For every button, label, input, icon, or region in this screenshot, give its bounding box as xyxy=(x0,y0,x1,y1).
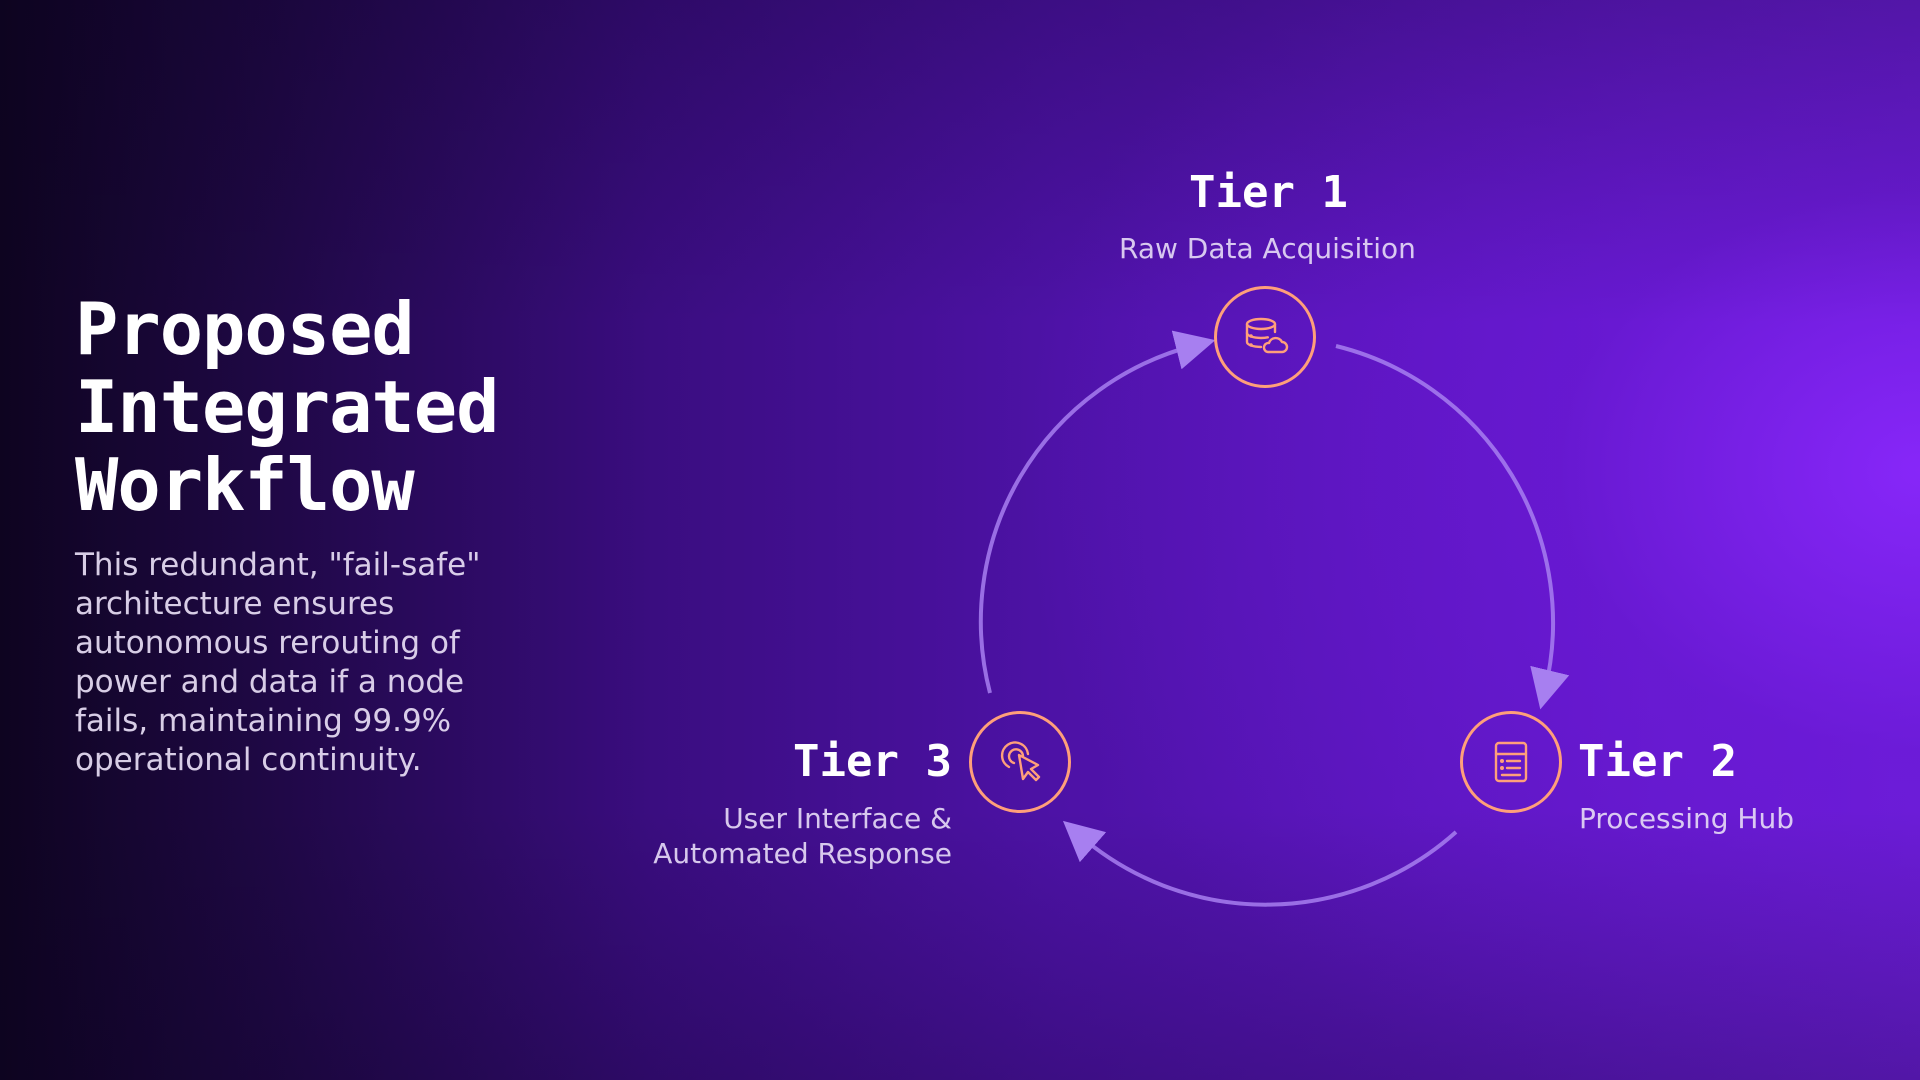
tier-3-title: Tier 3 xyxy=(793,736,952,787)
cycle-arrow-tier3-to-tier1 xyxy=(978,330,1216,694)
tier-3-subtitle-line-1: User Interface & xyxy=(723,802,952,835)
touch-pointer-icon xyxy=(1000,741,1041,782)
intro-panel: Proposed Integrated Workflow This redund… xyxy=(75,290,545,780)
title-line-3: Workflow xyxy=(75,443,415,527)
tier-2-node[interactable] xyxy=(1460,711,1562,813)
server-list-icon xyxy=(1494,741,1528,783)
description-text: This redundant, "fail-safe" architecture… xyxy=(75,547,481,778)
tier-1-node[interactable] xyxy=(1214,286,1316,388)
page-title: Proposed Integrated Workflow xyxy=(75,290,545,524)
title-line-1: Proposed xyxy=(75,287,415,371)
cycle-arrow-tier2-to-tier3 xyxy=(1062,820,1458,907)
database-cloud-icon xyxy=(1245,317,1289,354)
tier-2-subtitle: Processing Hub xyxy=(1579,802,1794,835)
tier-2-title: Tier 2 xyxy=(1578,736,1737,787)
title-line-2: Integrated xyxy=(75,365,499,449)
tier-3-subtitle-line-2: Automated Response xyxy=(653,837,952,870)
cycle-arrow-tier1-to-tier2 xyxy=(1335,344,1570,710)
tier-1-title: Tier 1 xyxy=(1189,167,1348,218)
tier-3-node[interactable] xyxy=(969,711,1071,813)
tier-1-subtitle: Raw Data Acquisition xyxy=(1119,232,1416,265)
